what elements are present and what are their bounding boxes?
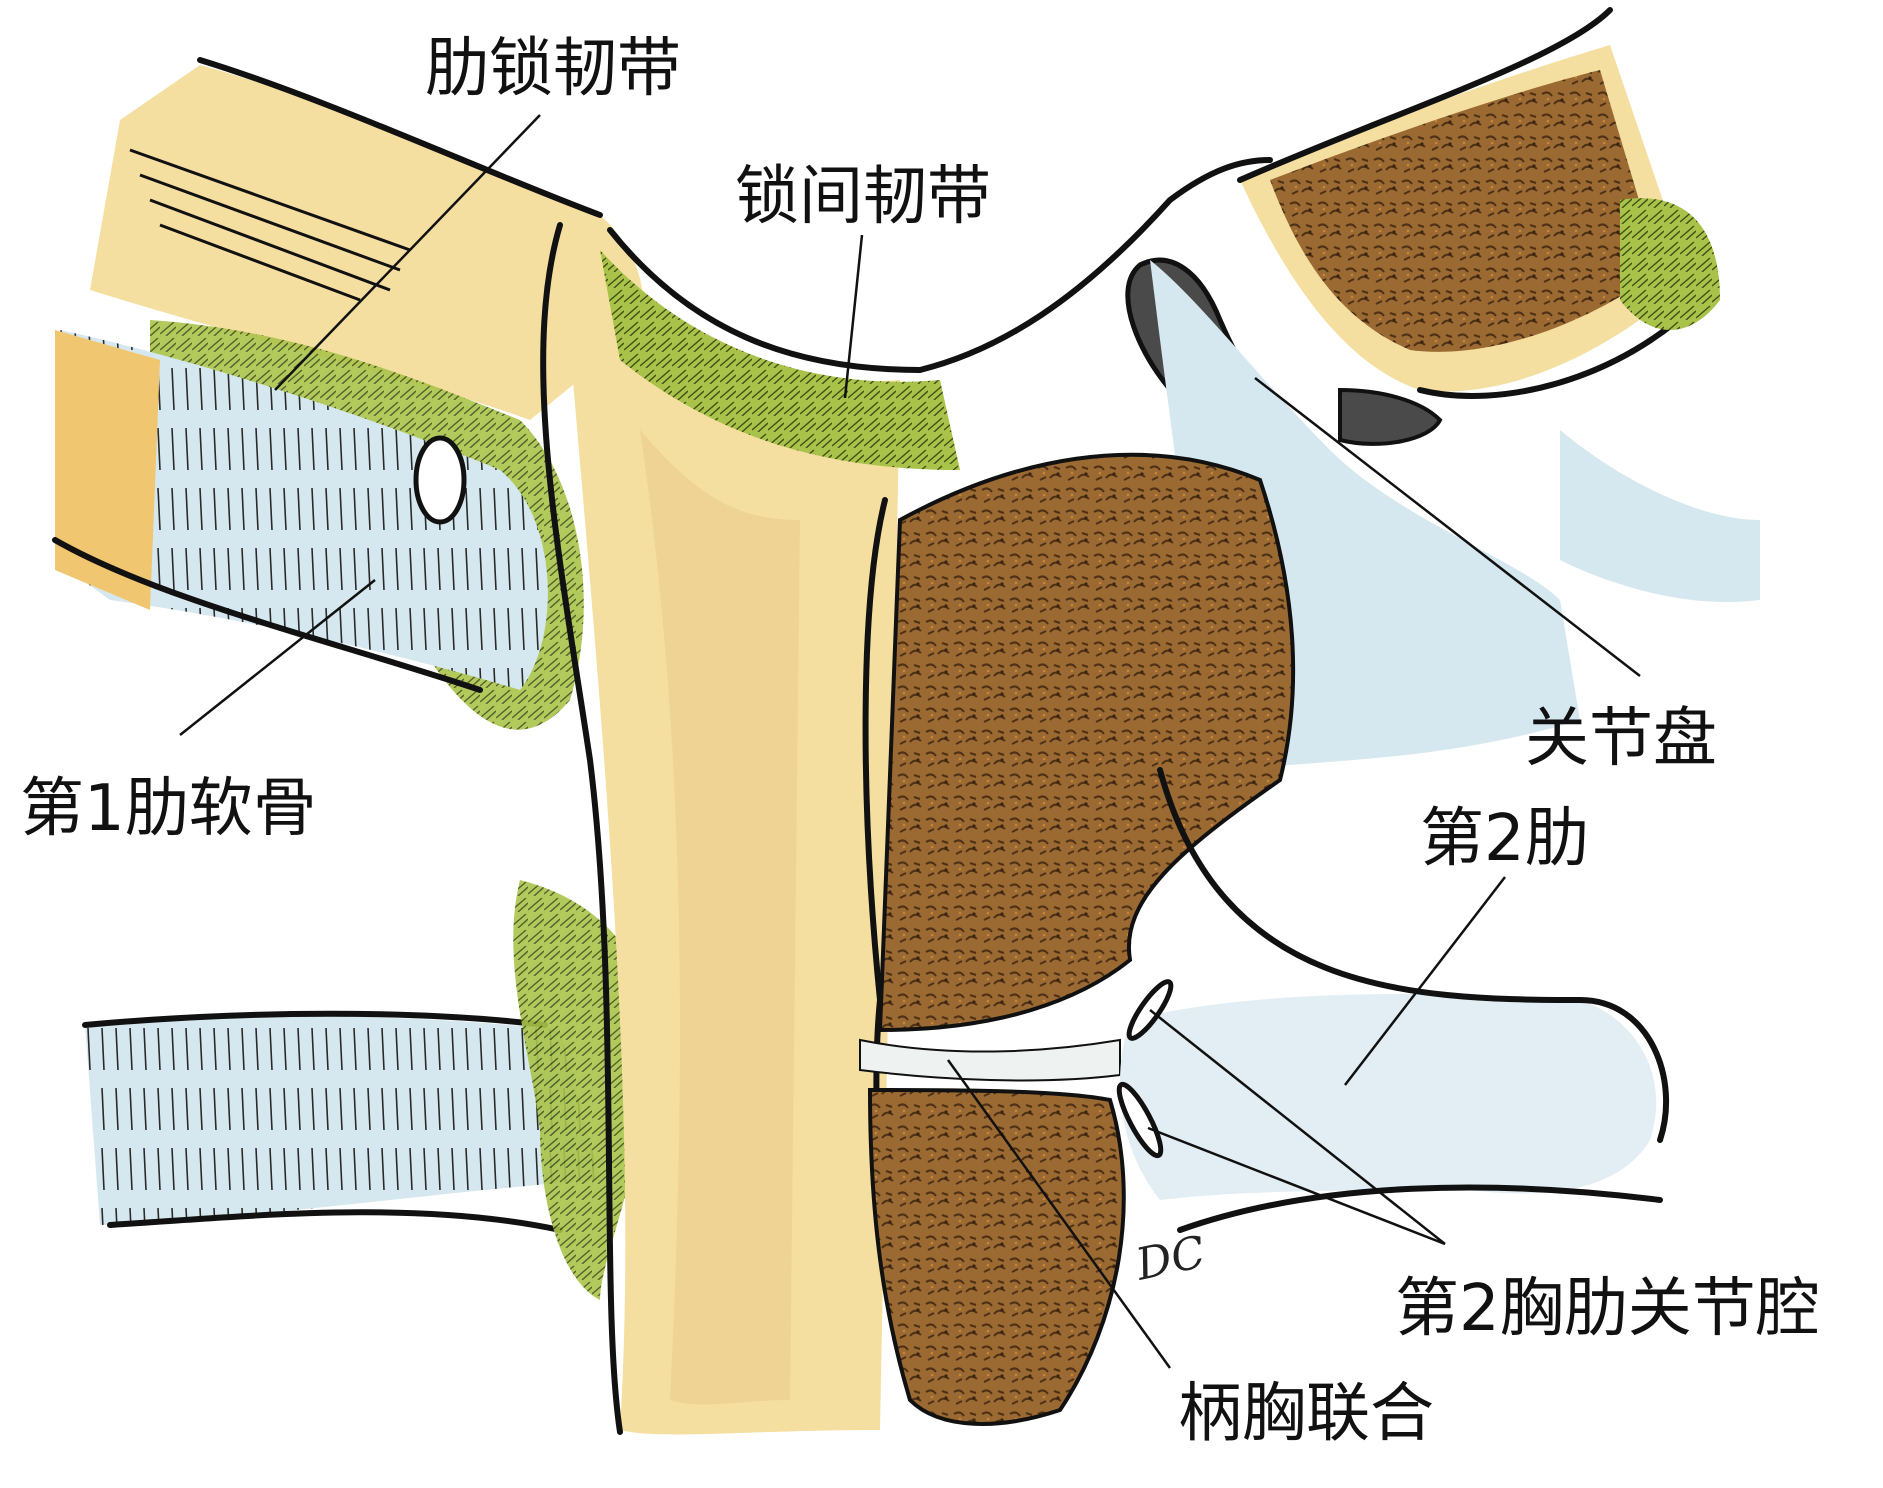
leader-manubriosternal-junction [946,1059,1172,1369]
leader-joint-cavity-lower [1147,1126,1446,1246]
first-costal-cartilage-shape [55,330,548,690]
left-second-rib-outline-bottom [107,1209,563,1233]
right-second-rib-outline-top [1157,767,1670,1143]
right-ligament-tuft [1620,198,1720,330]
leader-second-rib [1344,876,1506,1086]
left-clavicle-outline [197,57,603,218]
disc-right-lens [1338,387,1443,446]
right-second-rib [1120,994,1657,1200]
leader-first-costal-cartilage [179,579,376,736]
leader-joint-cavity-upper [1149,1009,1446,1245]
leader-articular-disc [1254,377,1641,677]
manubriosternal-junction-gap [859,1038,1121,1082]
right-clavicle-outline [1237,7,1613,183]
label-interclavicular-ligament: 锁间韧带 [735,160,991,234]
label-manubriosternal-junction: 柄胸联合 [1178,1377,1434,1451]
leader-interclavicular-ligament [843,234,864,399]
left-radiate-ligament [513,880,652,1300]
sternal-body-cut-face [867,1087,1126,1426]
right-first-rib-hint [1560,430,1760,602]
left-clavicle-striations [129,148,411,302]
left-second-costal-cartilage [85,1015,600,1225]
label-first-costal-cartilage: 第1肋软骨 [20,772,317,846]
label-second-rib: 第2肋 [1420,802,1589,876]
label-costoclavicular-ligament: 肋锁韧带 [425,32,681,106]
first-rib-bone-end [55,330,160,610]
leader-costoclavicular-ligament [274,114,541,391]
manubrium-cut-face-upper [877,452,1296,1033]
manubrium-left-outline [540,222,623,1435]
first-rib-upper-outline [52,537,483,693]
manubrium-sandy-shade [640,430,800,1405]
right-second-rib-outline-bottom [1177,1184,1663,1233]
label-second-sternocostal-joint-cavity: 第2胸肋关节腔 [1395,1272,1820,1346]
artist-signature: DC [1131,1227,1210,1291]
left-foramen [413,435,467,525]
left-second-rib-outline-top [82,1010,548,1028]
interclavicular-ligament-band [600,250,960,470]
jugular-notch-outline [607,157,1273,373]
left-clavicle [90,65,644,420]
right-clavicle-cut-face [1270,70,1660,352]
label-articular-disc: 关节盘 [1525,702,1717,776]
second-sternocostal-joint-cavity-lower [1116,1081,1164,1159]
